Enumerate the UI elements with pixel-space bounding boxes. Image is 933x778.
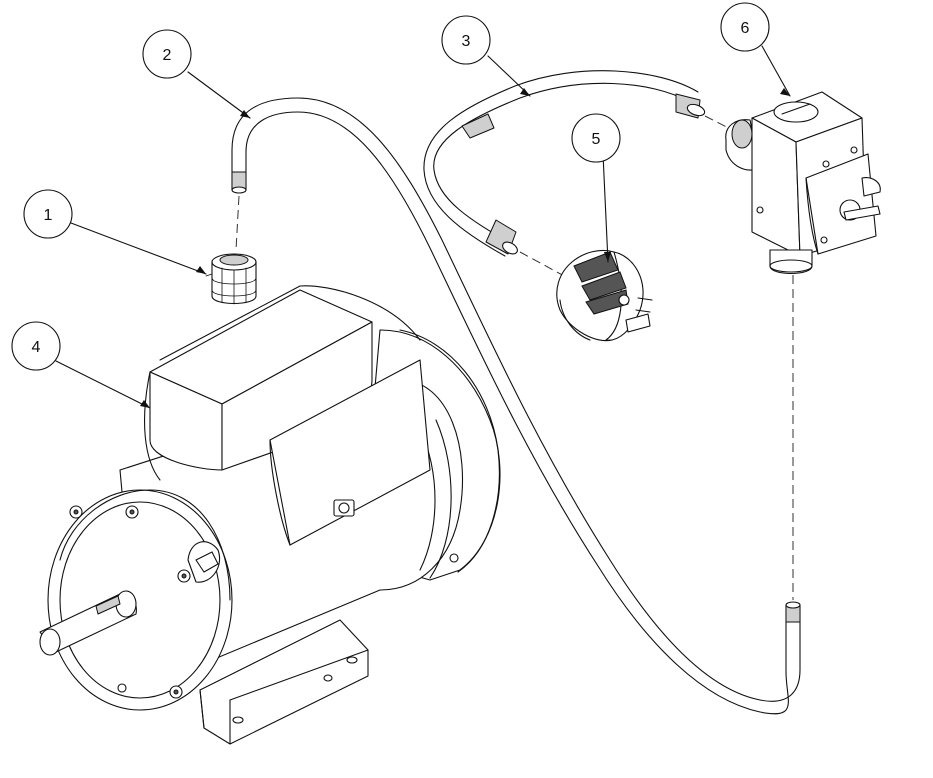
- callout-1-label: 1: [44, 207, 53, 224]
- callout-4-label: 4: [32, 339, 41, 356]
- motor-shaft: [39, 590, 137, 656]
- plug-5: [556, 249, 653, 342]
- motor-4: [39, 285, 501, 745]
- callout-2: 2: [142, 29, 192, 79]
- motor-base: [199, 619, 369, 745]
- callout-2-label: 2: [163, 47, 172, 64]
- callout-1: 1: [23, 189, 73, 239]
- callout-3: 3: [441, 15, 491, 65]
- callout-4: 4: [11, 321, 61, 371]
- conduit-3: [423, 70, 706, 257]
- callout-3-label: 3: [462, 33, 471, 50]
- cable-gland-1: [205, 253, 257, 305]
- callout-5: 5: [571, 113, 621, 163]
- callout-6: 6: [720, 2, 770, 52]
- leader-lines: [55, 45, 791, 409]
- switch-box-6: [725, 91, 881, 275]
- motor-bolts: [69, 505, 191, 699]
- callout-5-label: 5: [592, 131, 601, 148]
- callout-6-label: 6: [741, 20, 750, 37]
- conduit-2: [231, 97, 801, 715]
